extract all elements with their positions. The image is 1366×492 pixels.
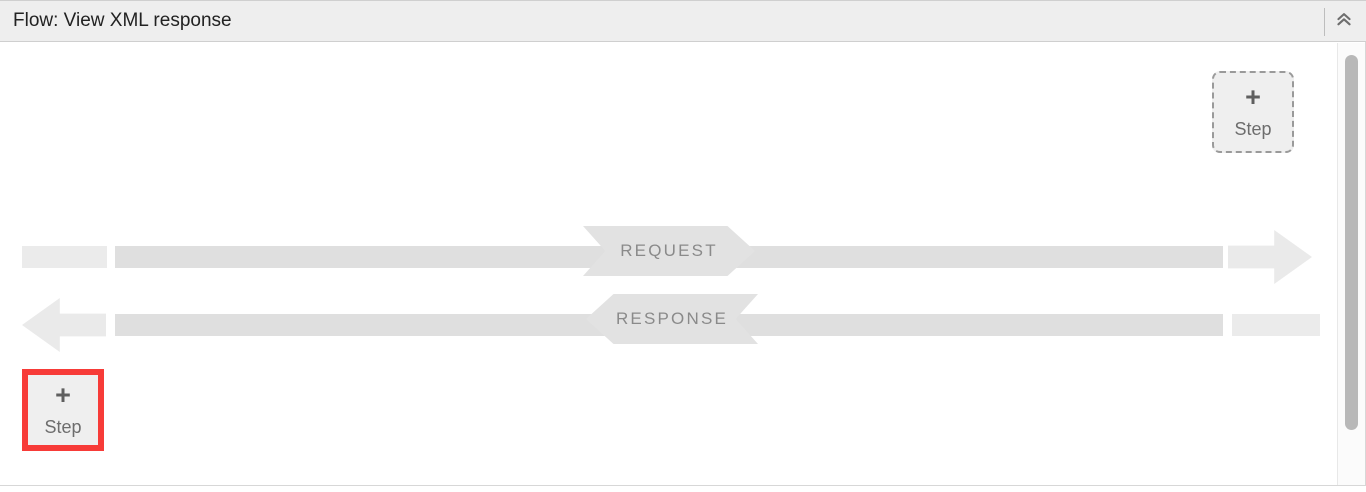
scrollbar-thumb[interactable] [1345,55,1358,430]
vertical-scrollbar[interactable] [1337,43,1365,485]
add-step-button-bottom-left[interactable]: + Step [22,369,104,451]
flow-title: Flow: View XML response [13,10,232,31]
request-label: REQUEST [620,241,718,260]
request-bar-segment-start [22,246,107,268]
response-bar-segment-end [1232,314,1320,336]
flow-canvas: + Step REQUEST RESPONSE + Step [0,42,1338,485]
header-divider [1324,8,1325,36]
response-banner[interactable]: RESPONSE [586,294,758,344]
collapse-panel-button[interactable] [1328,6,1360,38]
flow-row-response: RESPONSE [0,290,1338,360]
response-label: RESPONSE [615,309,729,328]
flow-panel-header: Flow: View XML response [0,0,1366,42]
plus-icon: + [1245,81,1261,112]
add-step-label: Step [44,416,82,437]
add-step-label: Step [1234,118,1272,139]
arrow-left-icon [22,298,106,352]
flow-row-request: REQUEST [0,222,1338,292]
request-banner[interactable]: REQUEST [583,226,755,276]
double-chevron-up-icon [1335,11,1353,34]
plus-icon: + [55,379,71,410]
add-step-button-top-right[interactable]: + Step [1212,71,1294,153]
arrow-right-icon [1228,230,1312,284]
